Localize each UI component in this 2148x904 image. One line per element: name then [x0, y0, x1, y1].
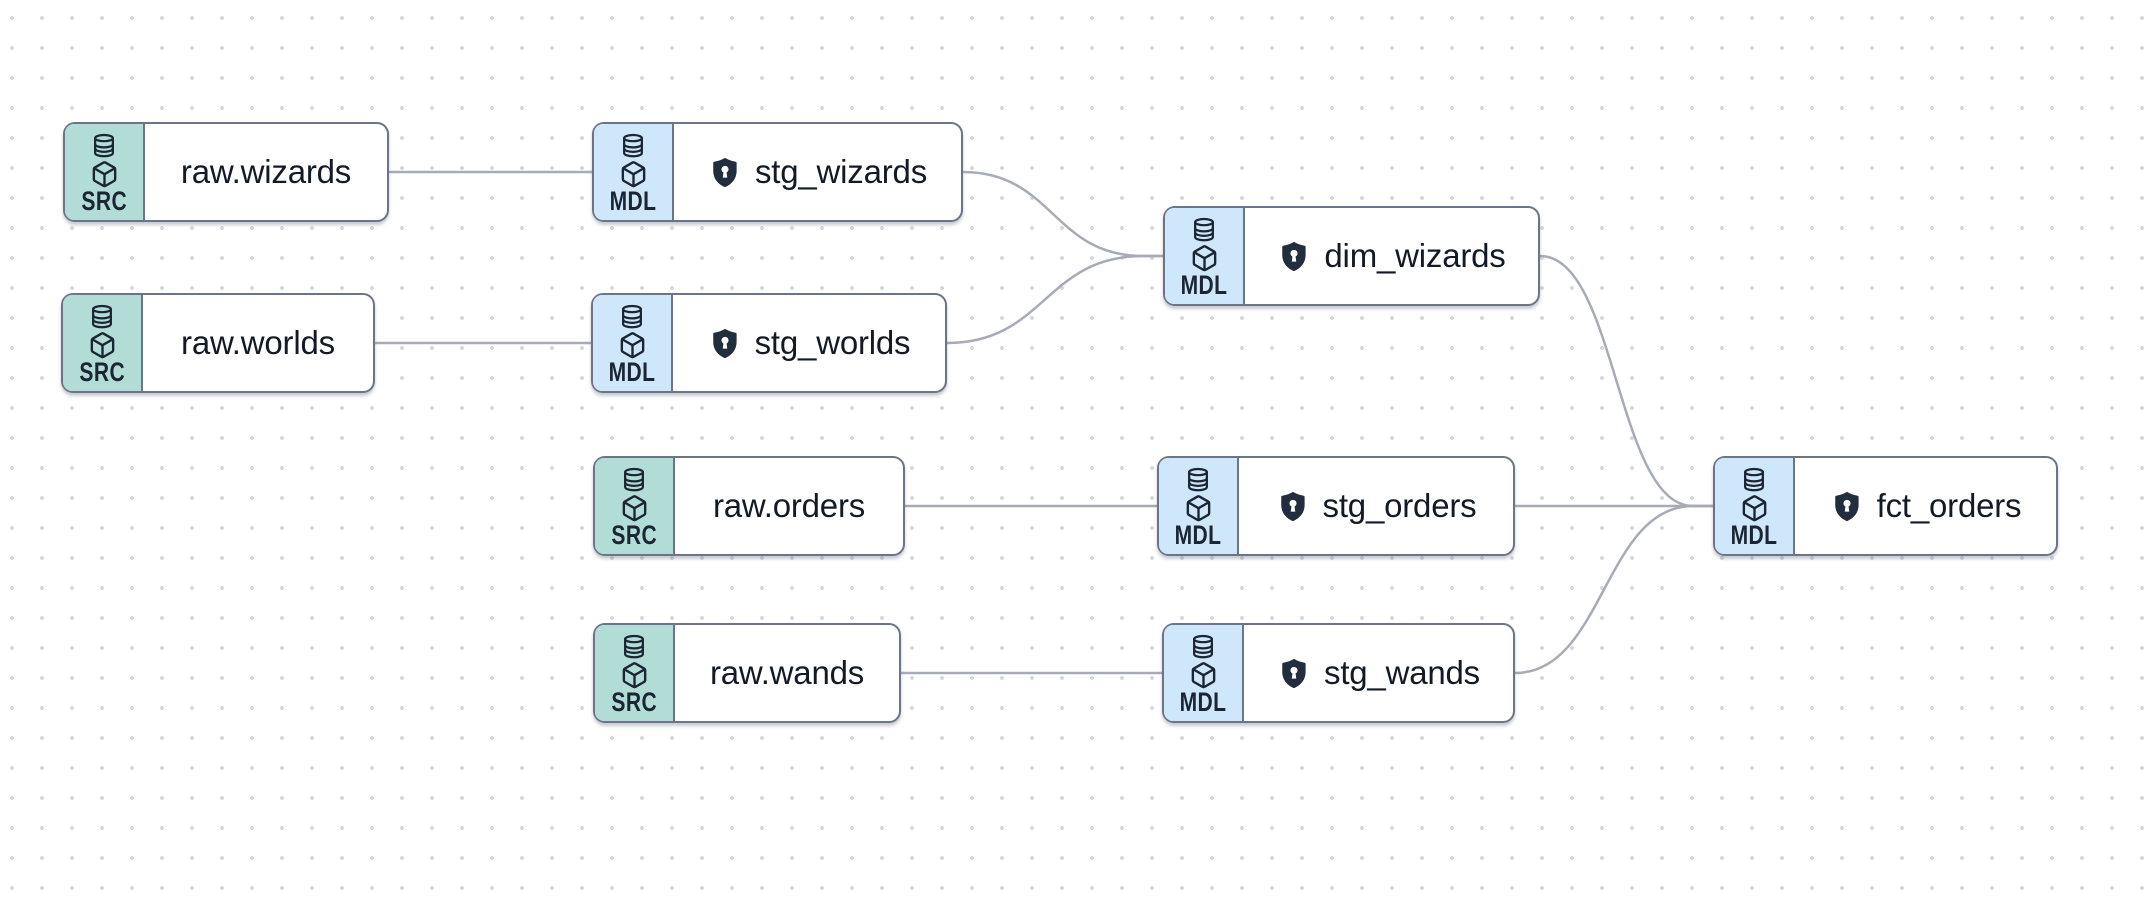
- shield-lock-icon: [1282, 241, 1307, 271]
- shield-lock-icon: [1280, 491, 1305, 521]
- node-fct-orders[interactable]: MDL fct_orders: [1713, 456, 2058, 556]
- node-label: raw.wizards: [180, 153, 352, 190]
- shield-lock-icon: [1282, 658, 1306, 688]
- cube-icon: [621, 160, 645, 187]
- database-icon: [622, 304, 642, 329]
- database-icon: [92, 304, 112, 329]
- node-stg-wizards[interactable]: MDL stg_wizards: [592, 122, 963, 222]
- cube-icon: [1192, 244, 1216, 271]
- node-type-badge: MDL: [1180, 270, 1228, 300]
- node-title-area: raw.wands: [675, 625, 899, 721]
- node-raw-worlds[interactable]: SRC raw.worlds: [61, 293, 375, 393]
- node-type-panel: MDL: [1159, 458, 1239, 554]
- node-label: stg_orders: [1322, 487, 1477, 524]
- database-icon: [1194, 217, 1214, 242]
- node-type-badge: SRC: [79, 357, 125, 387]
- node-type-panel: MDL: [593, 295, 673, 391]
- node-stg-orders[interactable]: MDL stg_orders: [1157, 456, 1515, 556]
- node-title-area: raw.wizards: [145, 124, 387, 220]
- database-icon: [624, 634, 644, 659]
- node-label: raw.worlds: [181, 324, 335, 361]
- node-type-panel: SRC: [595, 458, 675, 554]
- node-type-badge: SRC: [611, 687, 657, 717]
- node-type-panel: MDL: [1715, 458, 1795, 554]
- node-type-badge: MDL: [1179, 687, 1227, 717]
- cube-icon: [1186, 494, 1210, 521]
- node-label: stg_wands: [1324, 654, 1480, 691]
- cube-icon: [1191, 661, 1215, 688]
- cube-icon: [90, 331, 114, 358]
- database-icon: [1188, 467, 1208, 492]
- node-title-area: stg_orders: [1239, 458, 1513, 554]
- database-icon: [1744, 467, 1764, 492]
- cube-icon: [1742, 494, 1766, 521]
- node-title-area: dim_wizards: [1245, 208, 1538, 304]
- cube-icon: [622, 661, 646, 688]
- node-label: stg_wizards: [754, 153, 928, 190]
- node-type-panel: MDL: [594, 124, 674, 220]
- node-title-area: stg_worlds: [673, 295, 945, 391]
- node-type-badge: MDL: [1174, 520, 1222, 550]
- node-type-panel: MDL: [1164, 625, 1244, 721]
- node-type-panel: SRC: [595, 625, 675, 721]
- node-type-panel: SRC: [63, 295, 143, 391]
- node-label: dim_wizards: [1324, 237, 1506, 274]
- cube-icon: [620, 331, 644, 358]
- node-title-area: raw.orders: [675, 458, 903, 554]
- cube-icon: [92, 160, 116, 187]
- node-raw-orders[interactable]: SRC raw.orders: [593, 456, 905, 556]
- node-label: raw.orders: [712, 487, 866, 524]
- node-type-badge: SRC: [81, 186, 127, 216]
- database-icon: [624, 467, 644, 492]
- node-label: fct_orders: [1876, 487, 2022, 524]
- node-type-badge: SRC: [611, 520, 657, 550]
- node-type-panel: MDL: [1165, 208, 1245, 304]
- cube-icon: [622, 494, 646, 521]
- edge-stg-wands-to-fct-orders: [1514, 504, 1713, 675]
- node-label: raw.wands: [709, 654, 865, 691]
- node-title-area: raw.worlds: [143, 295, 373, 391]
- node-type-badge: MDL: [608, 357, 656, 387]
- database-icon: [623, 133, 643, 158]
- node-raw-wizards[interactable]: SRC raw.wizards: [63, 122, 389, 222]
- node-type-panel: SRC: [65, 124, 145, 220]
- node-stg-wands[interactable]: MDL stg_wands: [1162, 623, 1515, 723]
- node-type-badge: MDL: [1730, 520, 1778, 550]
- edge-stg-worlds-to-dim-wizards: [946, 254, 1163, 345]
- node-stg-worlds[interactable]: MDL stg_worlds: [591, 293, 947, 393]
- node-title-area: stg_wands: [1244, 625, 1513, 721]
- database-icon: [1193, 634, 1213, 659]
- edge-stg-wizards-to-dim-wizards: [962, 170, 1163, 258]
- node-title-area: stg_wizards: [674, 124, 961, 220]
- edge-dim-wizards-to-fct-orders: [1539, 254, 1713, 508]
- node-raw-wands[interactable]: SRC raw.wands: [593, 623, 901, 723]
- node-title-area: fct_orders: [1795, 458, 2056, 554]
- database-icon: [94, 133, 114, 158]
- node-type-badge: MDL: [609, 186, 657, 216]
- shield-lock-icon: [1834, 491, 1859, 521]
- shield-lock-icon: [712, 328, 737, 358]
- shield-lock-icon: [713, 157, 737, 187]
- node-label: stg_worlds: [754, 324, 911, 361]
- node-dim-wizards[interactable]: MDL dim_wizards: [1163, 206, 1540, 306]
